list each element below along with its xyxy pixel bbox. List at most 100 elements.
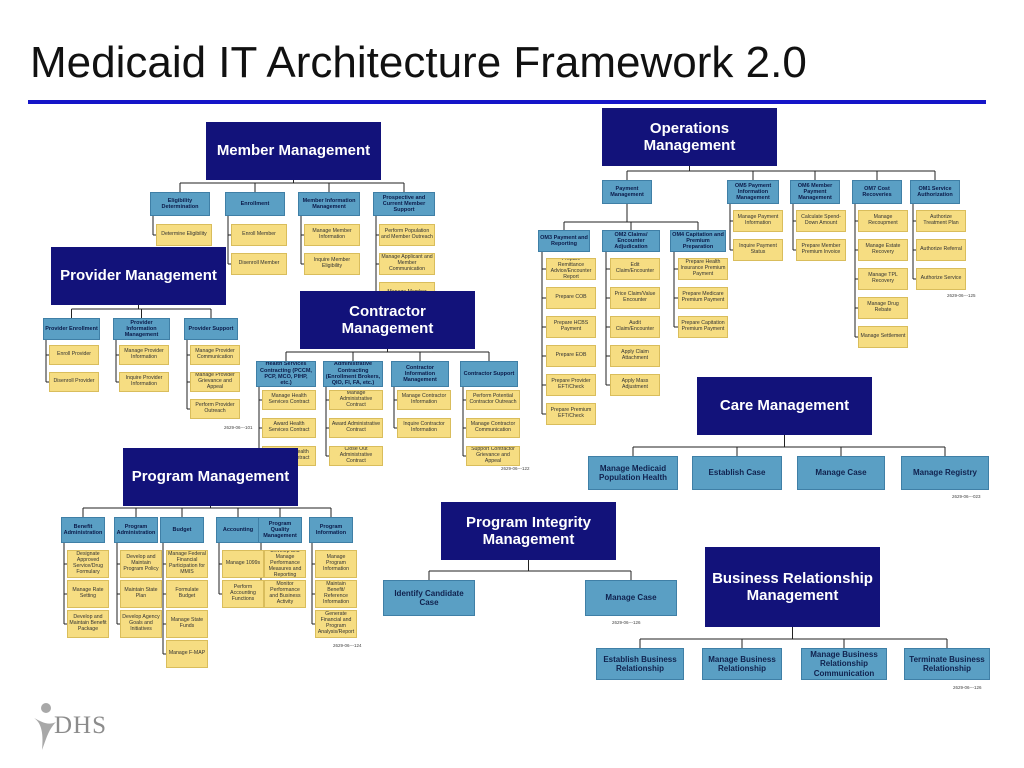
program-management-header: Program Management [123, 448, 298, 506]
contractor-function: Support Contractor Grievance and Appeal [466, 446, 520, 466]
provider-category: Provider Support [184, 318, 238, 340]
integrity-category: Manage Case [585, 580, 677, 616]
operations-function: Calculate Spend-Down Amount [796, 210, 846, 232]
business-category: Manage Business Relationship [702, 648, 782, 680]
program-function: Manage Rate Setting [67, 580, 109, 608]
program-function: Manage F-MAP [166, 640, 208, 668]
program-function: Maintain Benefit/ Reference Information [315, 580, 357, 608]
operations-category: OM1 Service Authorization [910, 180, 960, 204]
member-category: Enrollment [225, 192, 285, 216]
member-category: Member Information Management [298, 192, 360, 216]
contractor-management-header: Contractor Management [300, 291, 475, 349]
contractor-function: Perform Potential Contractor Outreach [466, 390, 520, 410]
logo-text: DHS [54, 712, 108, 739]
business-category: Establish Business Relationship [596, 648, 684, 680]
provider-function: Inquire Provider Information [119, 372, 169, 392]
care-category: Manage Medicaid Population Health [588, 456, 678, 490]
contractor-function: Inquire Contractor Information [397, 418, 451, 438]
program-category: Program Quality Management [258, 517, 302, 543]
program-category: Accounting [216, 517, 260, 543]
program-function: Manage Federal Financial Participation f… [166, 550, 208, 578]
program-diagram-code: 2629-06---124 [333, 643, 362, 648]
program-function: Develop Agency Goals and Initiatives [120, 610, 162, 638]
operations-category: OM5 Payment Information Management [727, 180, 779, 204]
operations-function: Manage Payment Information [733, 210, 783, 232]
page-title: Medicaid IT Architecture Framework 2.0 [30, 38, 807, 87]
contractor-diagram-code: 2629-06---122 [501, 466, 530, 471]
operations-function: Prepare Capitation Premium Payment [678, 316, 728, 338]
program-category: Budget [160, 517, 204, 543]
operations-function: Prepare Remittance Advice/Encounter Repo… [546, 258, 596, 280]
operations-function: Manage Drug Rebate [858, 297, 908, 319]
operations-function: Prepare Medicare Premium Payment [678, 287, 728, 309]
program-function: Develop and Maintain Benefit Package [67, 610, 109, 638]
provider-function: Enroll Provider [49, 345, 99, 365]
contractor-function: Manage Administrative Contract [329, 390, 383, 410]
contractor-category: Contractor Support [460, 361, 518, 387]
business-management-header: Business Relationship Management [705, 547, 880, 627]
operations-function: Manage Recoupment [858, 210, 908, 232]
program-function: Manage 1099s [222, 550, 264, 578]
program-function: Develop and Manage Performance Measures … [264, 550, 306, 578]
operations-function: Apply Claim Attachment [610, 345, 660, 367]
business-category: Terminate Business Relationship [904, 648, 990, 680]
operations-function: Edit Claim/Encounter [610, 258, 660, 280]
operations-function: Manage TPL Recovery [858, 268, 908, 290]
program-function: Develop and Maintain Program Policy [120, 550, 162, 578]
operations-management-header: Operations Management [602, 108, 777, 166]
contractor-function: Award Health Services Contract [262, 418, 316, 438]
member-function: Manage Member Information [304, 224, 360, 246]
operations-function: Prepare COB [546, 287, 596, 309]
provider-function: Manage Provider Information [119, 345, 169, 365]
figure-logo-icon [34, 703, 56, 750]
contractor-function: Manage Contractor Communication [466, 418, 520, 438]
member-function: Perform Population and Member Outreach [379, 224, 435, 246]
operations-function: Prepare Premium EFT/Check [546, 403, 596, 425]
operations-function: Manage Estate Recovery [858, 239, 908, 261]
business-category: Manage Business Relationship Communicati… [801, 648, 887, 680]
provider-function: Manage Provider Communication [190, 345, 240, 365]
provider-category: Provider Enrollment [43, 318, 100, 340]
dhs-logo [30, 700, 130, 752]
program-function: Formulate Budget [166, 580, 208, 608]
program-category: Program Administration [114, 517, 158, 543]
care-diagram-code: 2629-06---023 [952, 494, 981, 499]
operations-subcategory: OM4 Capitation and Premium Preparation [670, 230, 726, 252]
provider-function: Manage Provider Grievance and Appeal [190, 372, 240, 392]
title-underline [28, 100, 986, 104]
contractor-function: Close Out Administrative Contract [329, 446, 383, 466]
operations-subcategory: OM3 Payment and Reporting [538, 230, 590, 252]
contractor-function: Manage Health Services Contract [262, 390, 316, 410]
provider-diagram-code: 2629-06---101 [224, 425, 253, 430]
operations-category: OM7 Cost Recoveries [852, 180, 902, 204]
program-function: Maintain State Plan [120, 580, 162, 608]
member-function: Manage Applicant and Member Communicatio… [379, 253, 435, 275]
member-category: Prospective and Current Member Support [373, 192, 435, 216]
program-function: Designate Approved Service/Drug Formular… [67, 550, 109, 578]
program-function: Generate Financial and Program Analysis/… [315, 610, 357, 638]
provider-function: Disenroll Provider [49, 372, 99, 392]
member-function: Determine Eligibility [156, 224, 212, 246]
member-function: Inquire Member Eligibility [304, 253, 360, 275]
operations-function: Authorize Treatment Plan [916, 210, 966, 232]
provider-function: Perform Provider Outreach [190, 399, 240, 419]
member-function: Disenroll Member [231, 253, 287, 275]
care-category: Manage Case [797, 456, 885, 490]
operations-function: Inquire Payment Status [733, 239, 783, 261]
operations-function: Prepare Health Insurance Premium Payment [678, 258, 728, 280]
program-function: Manage State Funds [166, 610, 208, 638]
operations-diagram-code: 2629-06---125 [947, 293, 976, 298]
program-function: Monitor Performance and Business Activit… [264, 580, 306, 608]
operations-function: Audit Claim/Encounter [610, 316, 660, 338]
contractor-function: Manage Contractor Information [397, 390, 451, 410]
contractor-function: Award Administrative Contract [329, 418, 383, 438]
program-category: Benefit Administration [61, 517, 105, 543]
program-category: Program Information [309, 517, 353, 543]
business-diagram-code: 2629-06---126 [953, 685, 982, 690]
contractor-category: Health Services Contracting (PCCM, PCP, … [256, 361, 316, 387]
operations-function: Prepare Provider EFT/Check [546, 374, 596, 396]
integrity-category: Identify Candidate Case [383, 580, 475, 616]
contractor-category: Contractor Information Management [391, 361, 449, 387]
integrity-management-header: Program Integrity Management [441, 502, 616, 560]
provider-management-header: Provider Management [51, 247, 226, 305]
